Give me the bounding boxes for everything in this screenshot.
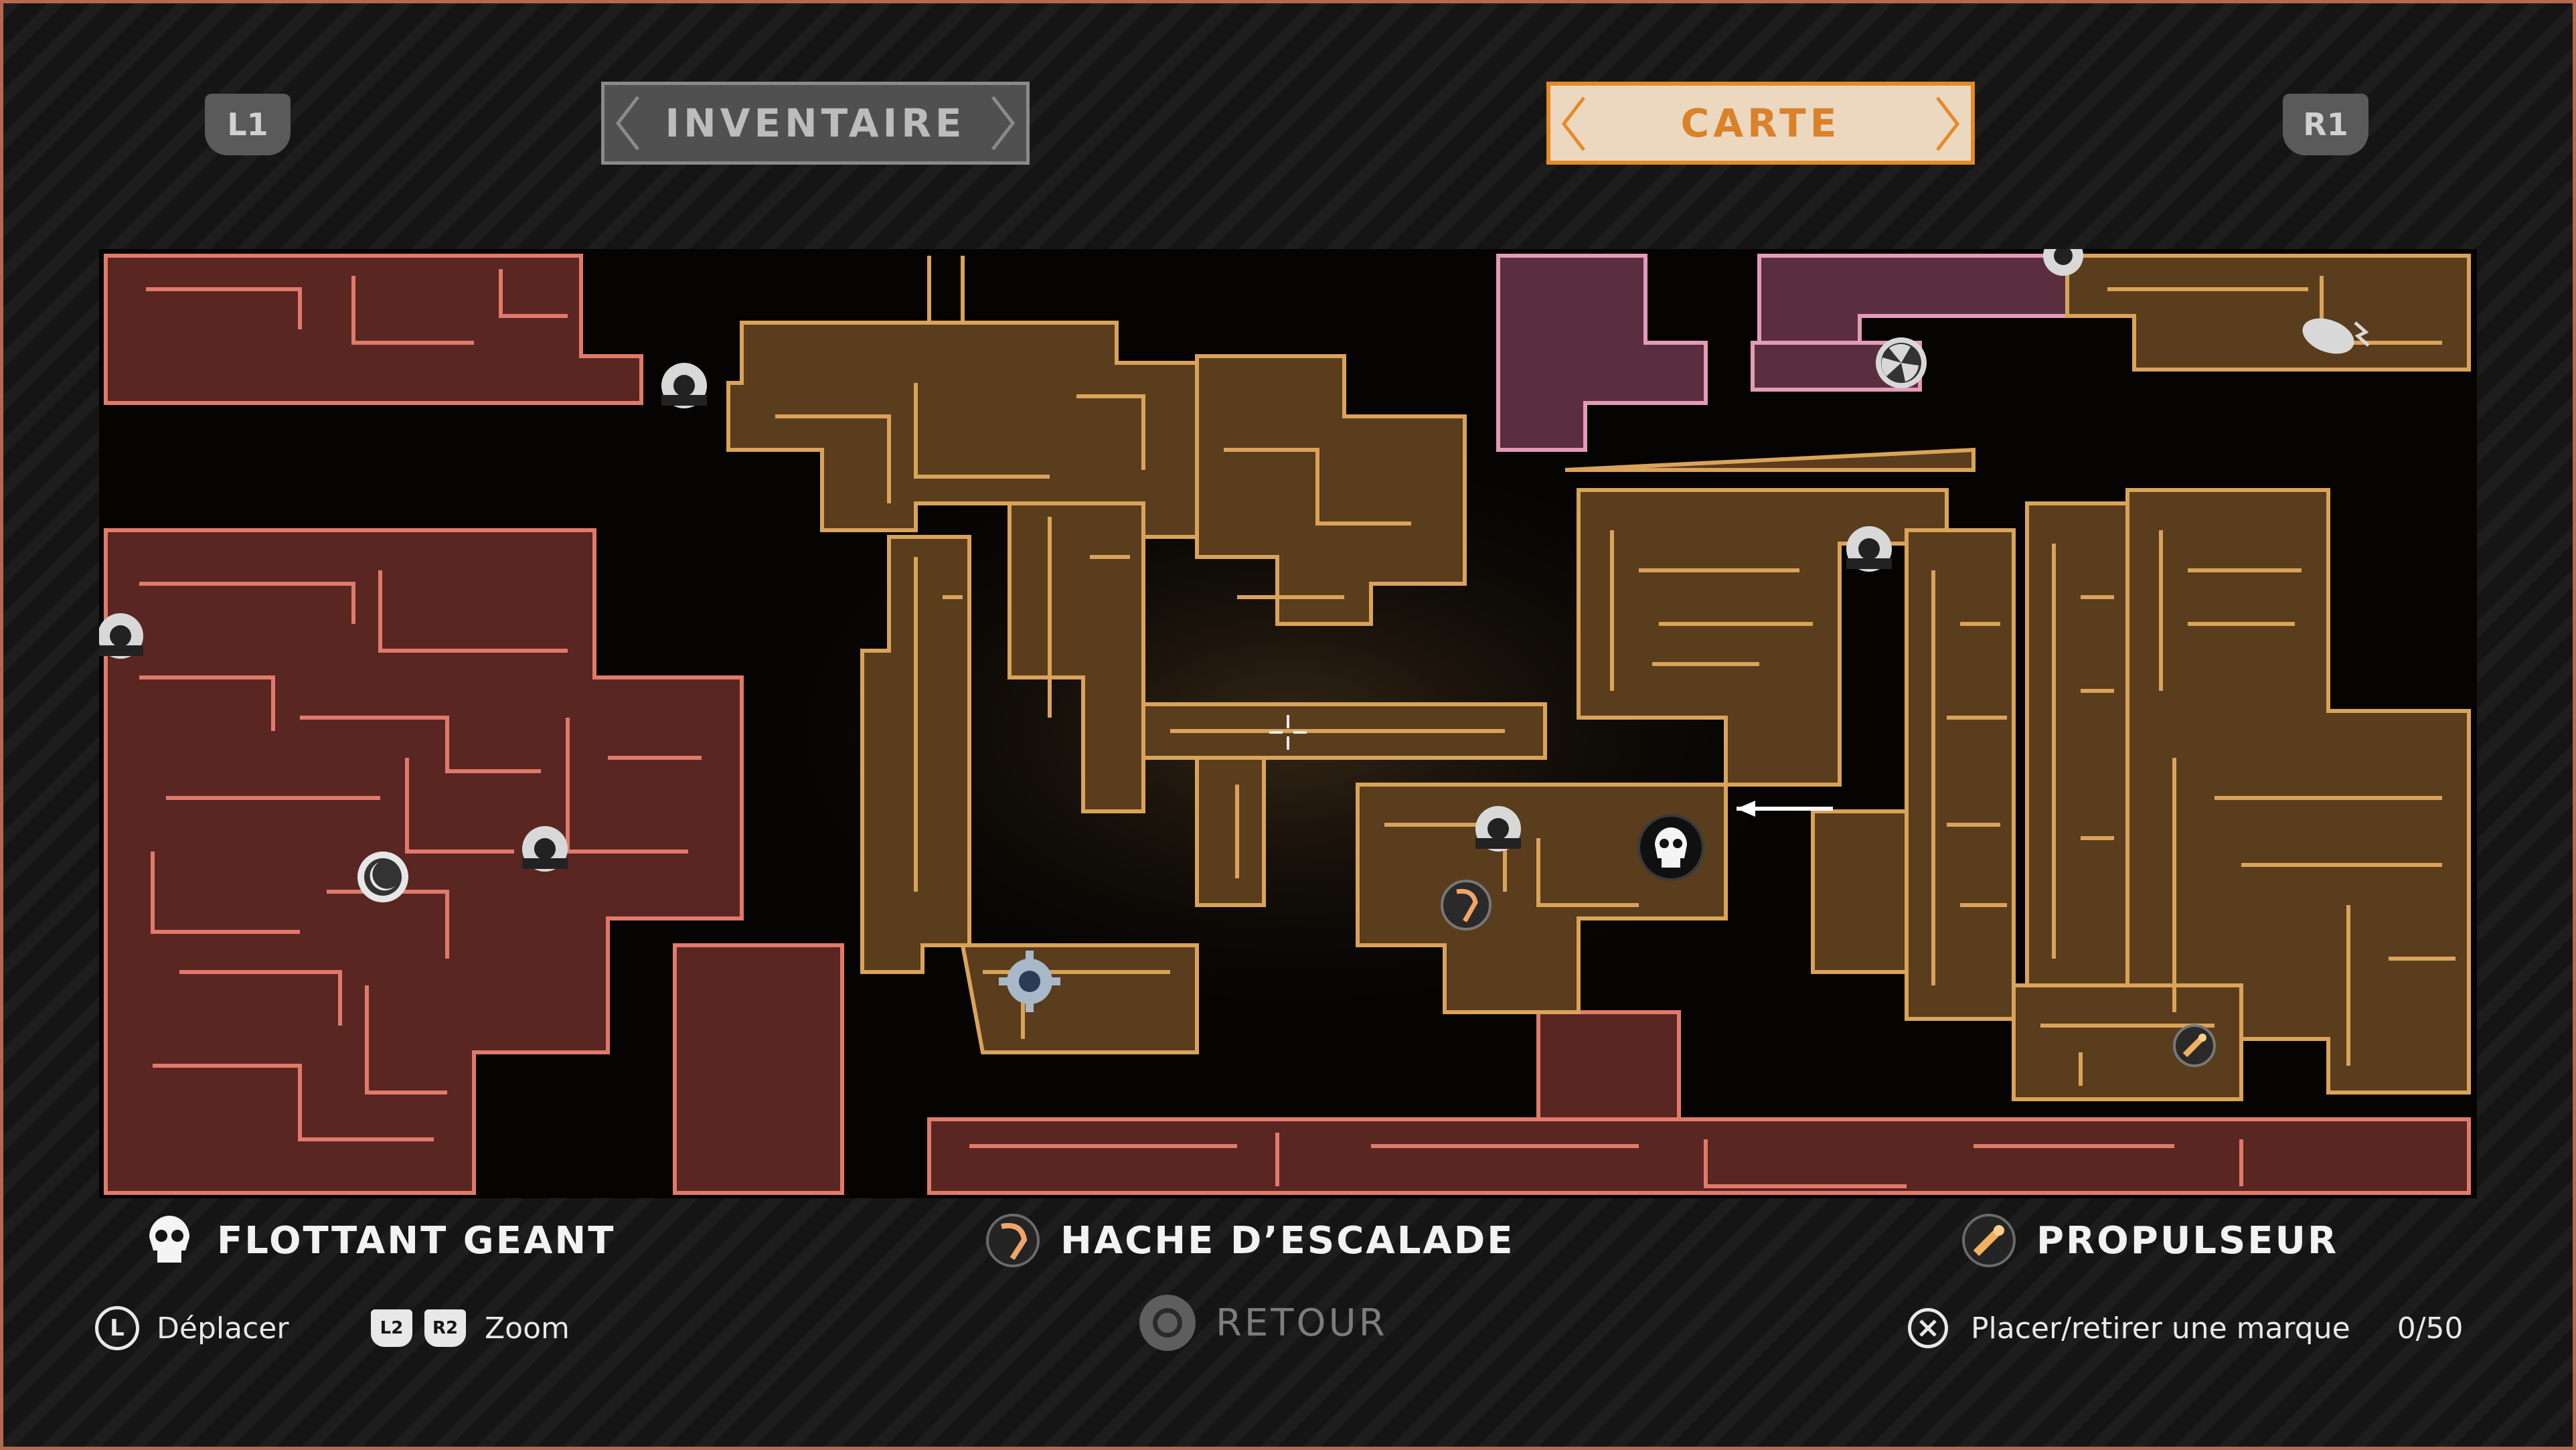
legend-label: PROPULSEUR	[2036, 1218, 2339, 1263]
moon-icon[interactable]	[357, 852, 408, 902]
teleporter-icon[interactable]	[522, 826, 568, 872]
r2-trigger-button: R2	[424, 1309, 466, 1347]
tab-notch-left-icon	[1561, 96, 1585, 151]
tab-notch-right-icon	[1936, 96, 1960, 151]
region-gold	[726, 254, 2471, 1101]
thruster-icon	[1960, 1212, 2018, 1269]
r1-shoulder-button[interactable]: R1	[2283, 94, 2368, 155]
tab-inventaire[interactable]: INVENTAIRE	[601, 82, 1030, 165]
control-marker-label: Placer/retirer une marque	[1971, 1311, 2350, 1346]
circle-button-icon	[1139, 1295, 1196, 1351]
legend-item-giant-floater: FLOTTANT GEANT	[141, 1210, 615, 1271]
region-red-walls	[139, 269, 2243, 1188]
l2-trigger-button: L2	[371, 1309, 412, 1347]
legend-label: FLOTTANT GEANT	[217, 1218, 616, 1263]
skull-icon	[141, 1212, 198, 1269]
control-marker: Placer/retirer une marque 0/50	[1908, 1301, 2464, 1355]
teleporter-icon[interactable]	[1846, 526, 1892, 572]
legend-label: HACHE D’ESCALADE	[1060, 1218, 1515, 1263]
region-red	[104, 254, 2471, 1195]
back-button[interactable]: RETOUR	[1139, 1295, 1387, 1351]
gear-icon[interactable]	[999, 951, 1060, 1012]
teleporter-icon[interactable]	[99, 613, 143, 659]
tab-notch-right-icon	[991, 96, 1016, 151]
climbing-axe-icon	[984, 1212, 1042, 1269]
r1-label: R1	[2303, 106, 2348, 143]
control-move: L Déplacer	[95, 1301, 289, 1355]
world-map[interactable]	[99, 249, 2477, 1198]
control-zoom: L2 R2 Zoom	[371, 1301, 570, 1355]
tab-notch-left-icon	[615, 96, 639, 151]
thruster-icon[interactable]	[2173, 1024, 2216, 1067]
tab-carte-label: CARTE	[1680, 100, 1841, 146]
fan-icon[interactable]	[1876, 337, 1927, 388]
player-arrow-icon	[1737, 801, 1833, 817]
left-stick-button: L	[95, 1306, 139, 1350]
l1-label: L1	[227, 106, 268, 143]
cross-button-icon	[1908, 1308, 1948, 1348]
back-label: RETOUR	[1216, 1301, 1388, 1345]
crosshair-icon	[1269, 715, 1307, 750]
tab-inventaire-label: INVENTAIRE	[665, 100, 966, 146]
legend-item-climbing-axe: HACHE D’ESCALADE	[984, 1210, 1514, 1271]
climbing-axe-icon[interactable]	[1441, 880, 1492, 931]
map-canvas	[99, 249, 2471, 1195]
control-move-label: Déplacer	[157, 1311, 289, 1346]
l1-shoulder-button[interactable]: L1	[205, 94, 291, 155]
skull-icon[interactable]	[1637, 814, 1704, 881]
tab-carte[interactable]: CARTE	[1546, 82, 1975, 165]
marker-count: 0/50	[2397, 1311, 2464, 1346]
teleporter-icon[interactable]	[661, 363, 707, 408]
teleporter-icon[interactable]	[1475, 806, 1521, 852]
creature-icon[interactable]	[2298, 312, 2370, 360]
control-zoom-label: Zoom	[485, 1311, 570, 1346]
legend-item-thruster: PROPULSEUR	[1960, 1210, 2338, 1271]
teleporter-icon[interactable]	[2043, 249, 2083, 276]
